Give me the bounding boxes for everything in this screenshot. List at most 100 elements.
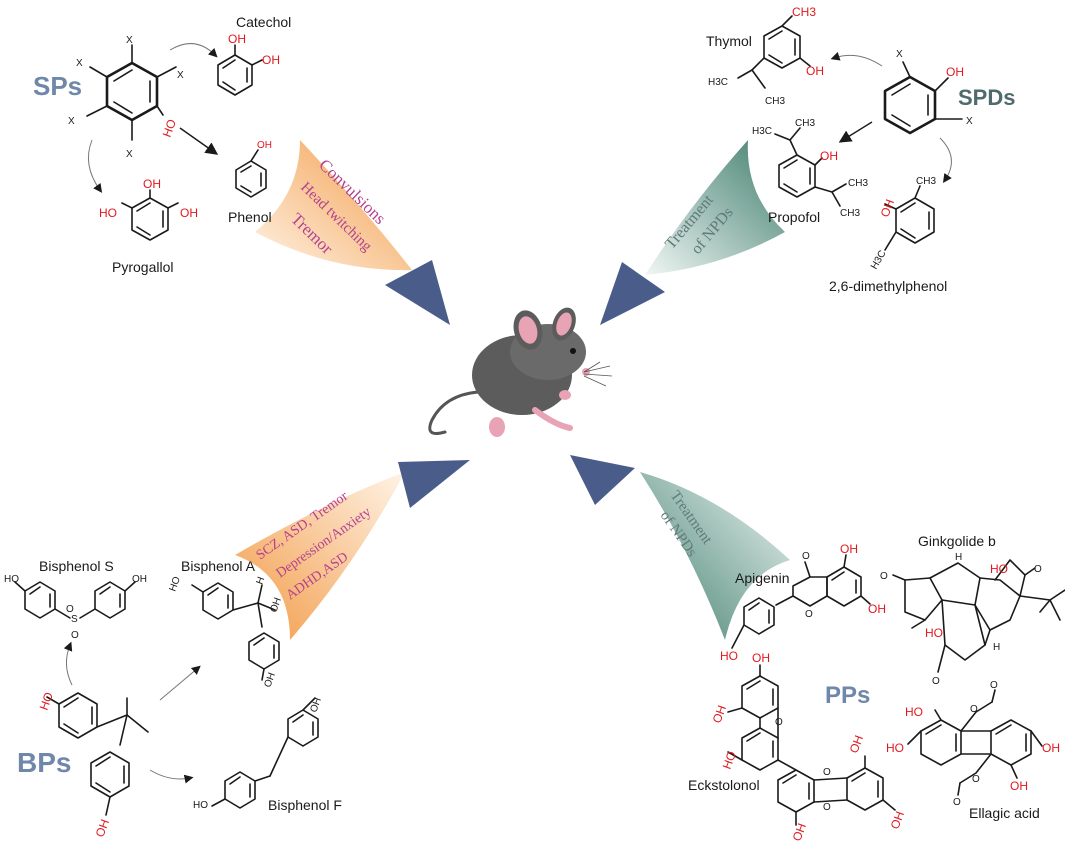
svg-text:CH3: CH3: [795, 118, 815, 129]
arrow-bp-bisphenol-s: [63, 641, 73, 686]
svg-text:OH: OH: [132, 574, 147, 585]
bisphenol-a-structure: HO OH H OH Bisphenol A: [167, 558, 283, 689]
svg-text:X: X: [126, 35, 133, 46]
arrow-bp-bisphenol-a: [159, 665, 201, 701]
svg-text:CH3: CH3: [840, 208, 860, 219]
arrowhead-top-right: [600, 262, 665, 325]
svg-text:OH: OH: [752, 651, 770, 665]
arrowhead-top-left: [385, 260, 450, 325]
svg-text:HO: HO: [4, 574, 19, 585]
svg-text:X: X: [966, 116, 973, 127]
svg-text:HO: HO: [167, 575, 183, 593]
dimethylphenol-structure: CH3 OH H3C 2,6-dimethylphenol: [829, 176, 947, 294]
bpa-parent-structure: HO OH: [37, 690, 149, 839]
compound-pyrogallol: Pyrogallol: [112, 259, 173, 275]
svg-text:S: S: [71, 614, 78, 625]
svg-text:H3C: H3C: [752, 126, 772, 137]
svg-text:HO: HO: [193, 800, 208, 811]
sp-effect-fan: Convulsions Head twitching Tremor: [255, 140, 412, 271]
svg-text:O: O: [802, 551, 810, 562]
svg-text:CH3: CH3: [848, 178, 868, 189]
apigenin-structure: O O OH OH HO Apigenin: [720, 542, 886, 663]
svg-text:X: X: [177, 70, 184, 81]
bisphenol-s-structure: S O O HO OH Bisphenol S: [4, 558, 147, 641]
compound-eckstolonol: Eckstolonol: [688, 777, 760, 793]
svg-text:X: X: [76, 58, 83, 69]
svg-text:OH: OH: [180, 206, 198, 220]
compound-phenol: Phenol: [228, 209, 272, 225]
svg-text:HO: HO: [905, 705, 923, 719]
svg-text:OH: OH: [888, 809, 907, 831]
svg-text:HO: HO: [720, 649, 738, 663]
svg-text:OH: OH: [143, 177, 161, 191]
mouse-whiskers: [583, 361, 613, 387]
svg-text:O: O: [823, 767, 831, 778]
spd-parent-structure: X OH X: [883, 49, 973, 135]
arrow-spd-thymol: [830, 52, 883, 67]
arrow-sp-phenol: [179, 127, 219, 155]
ginkgolide-structure: O O O H H HO HO Ginkgolide b: [880, 533, 1065, 687]
svg-text:HO: HO: [160, 117, 179, 139]
compound-ginkgolide: Ginkgolide b: [918, 533, 996, 549]
svg-text:O: O: [823, 802, 831, 813]
svg-text:O: O: [970, 704, 978, 715]
svg-text:HO: HO: [720, 749, 739, 771]
svg-text:OH: OH: [257, 140, 272, 151]
svg-text:HO: HO: [990, 562, 1008, 576]
svg-text:OH: OH: [868, 602, 886, 616]
compound-bisphenol-s: Bisphenol S: [39, 558, 114, 574]
svg-text:OH: OH: [1042, 741, 1060, 755]
svg-text:H: H: [993, 642, 1000, 653]
svg-text:O: O: [953, 797, 961, 808]
phenol-structure: OH Phenol: [228, 140, 272, 225]
svg-text:OH: OH: [847, 733, 866, 755]
svg-text:O: O: [1034, 564, 1042, 575]
arrowheads: [385, 260, 665, 508]
svg-text:OH: OH: [840, 542, 858, 556]
arrow-spd-propofol: [838, 121, 873, 143]
svg-text:H: H: [254, 575, 267, 586]
compound-bisphenol-f: Bisphenol F: [268, 797, 342, 813]
svg-text:OH: OH: [1010, 779, 1028, 793]
svg-text:O: O: [932, 676, 940, 687]
propofol-structure: H3C CH3 OH CH3 CH3 Propofol: [752, 118, 868, 225]
compound-ellagic-acid: Ellagic acid: [969, 805, 1040, 821]
mouse-illustration: [428, 307, 613, 437]
svg-text:OH: OH: [262, 53, 280, 67]
svg-text:H3C: H3C: [869, 249, 889, 272]
svg-text:O: O: [71, 630, 79, 641]
spd-treatment-fan: Treatment of NPDs: [645, 140, 785, 275]
arrow-spd-dimethylphenol: [939, 137, 952, 183]
mouse-eye: [570, 348, 576, 354]
arrow-sp-pyrogallol: [87, 139, 103, 193]
mouse-tail: [428, 390, 480, 435]
svg-text:CH3: CH3: [765, 96, 785, 107]
svg-text:H: H: [955, 552, 962, 563]
pyrogallol-structure: OH HO OH Pyrogallol: [99, 177, 198, 275]
svg-text:OH: OH: [308, 696, 323, 714]
svg-text:CH3: CH3: [916, 176, 936, 187]
group-label-bps: BPs: [17, 747, 71, 778]
svg-text:OH: OH: [820, 149, 838, 163]
svg-text:O: O: [990, 680, 998, 691]
compound-catechol: Catechol: [236, 14, 291, 30]
svg-text:HO: HO: [925, 626, 943, 640]
arrowhead-bottom-left: [398, 460, 470, 508]
arrow-sp-catechol: [169, 43, 218, 58]
svg-text:OH: OH: [268, 596, 283, 614]
ellagic-acid-structure: O O O O HO HO OH OH Ellagic acid: [886, 680, 1060, 821]
compound-thymol: Thymol: [706, 33, 752, 49]
svg-text:O: O: [775, 717, 783, 728]
svg-text:X: X: [126, 149, 133, 160]
svg-text:OH: OH: [806, 64, 824, 78]
svg-text:CH3: CH3: [792, 5, 816, 19]
compound-bisphenol-a: Bisphenol A: [181, 558, 256, 574]
svg-text:O: O: [66, 604, 74, 615]
svg-text:HO: HO: [99, 206, 117, 220]
svg-text:O: O: [880, 571, 888, 582]
svg-text:X: X: [896, 49, 903, 60]
compound-dimethylphenol: 2,6-dimethylphenol: [829, 278, 947, 294]
arrowhead-bottom-right: [570, 455, 635, 505]
svg-text:OH: OH: [262, 671, 277, 689]
